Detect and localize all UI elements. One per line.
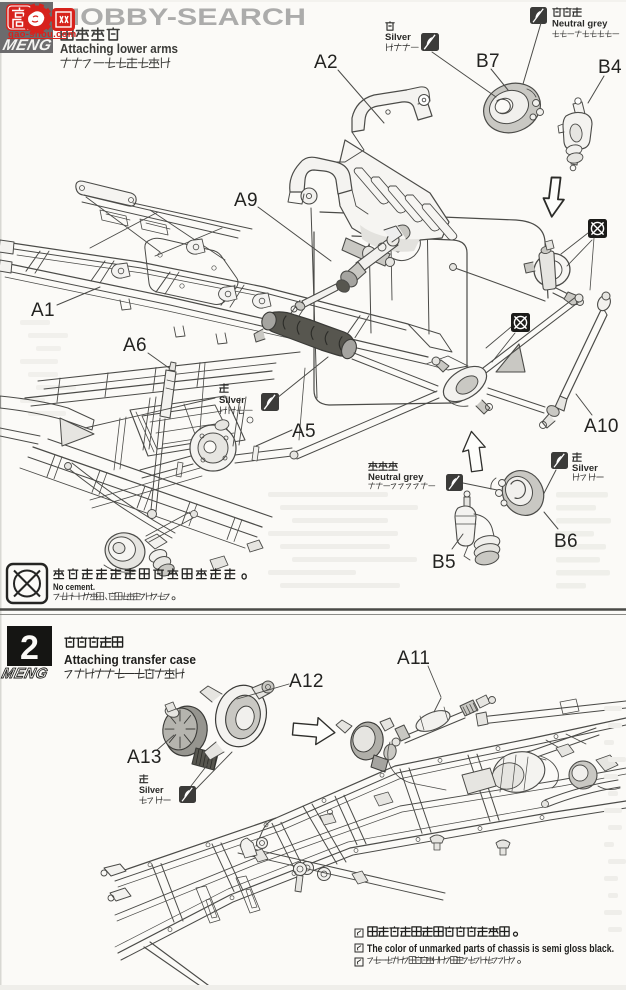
- svg-text:A12: A12: [289, 671, 324, 692]
- svg-text:MENG: MENG: [0, 666, 49, 682]
- svg-text:Neutral grey: Neutral grey: [552, 19, 608, 30]
- svg-text:Silver: Silver: [219, 395, 245, 406]
- svg-text:B5: B5: [432, 552, 456, 573]
- svg-text:A5: A5: [292, 421, 316, 442]
- svg-text:B7: B7: [476, 51, 500, 72]
- svg-text:The color of unmarked parts of: The color of unmarked parts of chassis i…: [367, 943, 614, 955]
- svg-text:A10: A10: [584, 416, 619, 437]
- svg-text:B4: B4: [598, 57, 622, 78]
- svg-text:A1: A1: [31, 300, 55, 321]
- svg-text:gao-shou.com: gao-shou.com: [8, 29, 77, 40]
- svg-text:A13: A13: [127, 747, 162, 768]
- svg-text:MENG: MENG: [1, 37, 54, 54]
- svg-text:A6: A6: [123, 335, 147, 356]
- svg-text:A9: A9: [234, 190, 258, 211]
- svg-text:B6: B6: [554, 531, 578, 552]
- svg-text:2: 2: [20, 629, 39, 667]
- svg-text:HOBBY-SEARCH: HOBBY-SEARCH: [58, 4, 306, 31]
- svg-text:Neutral grey: Neutral grey: [368, 472, 424, 483]
- svg-text:Attaching lower arms: Attaching lower arms: [60, 41, 178, 56]
- svg-text:Silver: Silver: [385, 32, 411, 43]
- svg-text:Attaching transfer case: Attaching transfer case: [64, 653, 196, 667]
- svg-text:A2: A2: [314, 52, 338, 73]
- svg-text:A11: A11: [397, 648, 430, 669]
- svg-text:No cement.: No cement.: [53, 582, 95, 593]
- svg-text:Silver: Silver: [572, 463, 598, 474]
- svg-text:Silver: Silver: [139, 785, 164, 795]
